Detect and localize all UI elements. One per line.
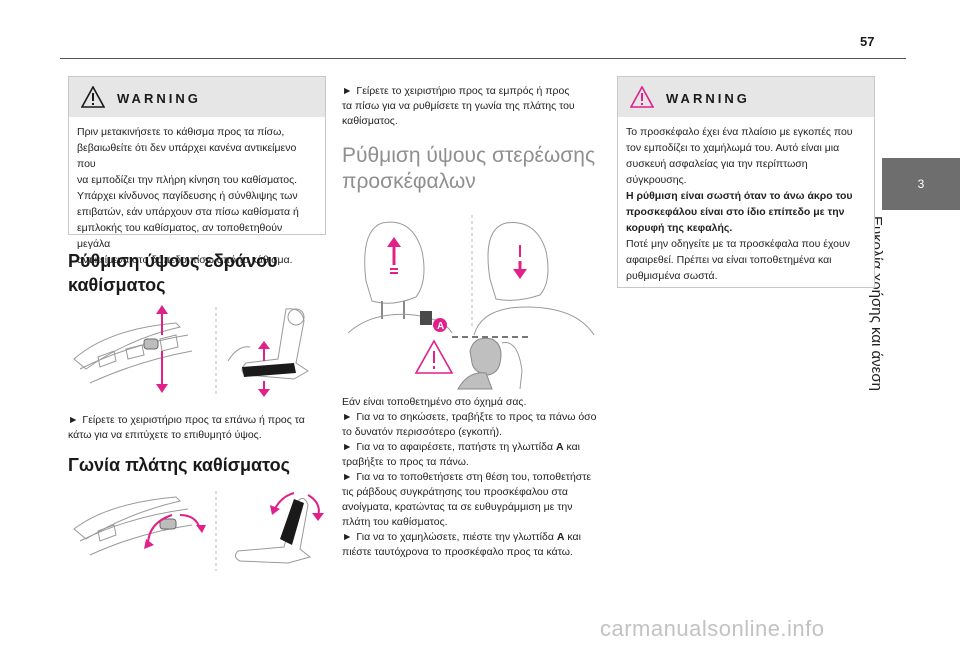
bullet-arrow-icon: ► — [342, 471, 353, 483]
warning-triangle-icon — [81, 86, 105, 108]
warning-line: συσκευή ασφαλείας για την περίπτωση — [626, 158, 808, 170]
warning-line: ρυθμισμένα σωστά. — [626, 270, 718, 282]
warning-text: Το προσκέφαλο έχει ένα πλαίσιο με εγκοπέ… — [618, 117, 874, 292]
bullet-arrow-icon: ► — [342, 85, 353, 97]
right-column: WARNING Το προσκέφαλο έχει ένα πλαίσιο μ… — [617, 76, 875, 288]
warning-line: επιβατών, εάν υπάρχουν στα πίσω καθίσματ… — [77, 206, 299, 218]
warning-line: εμπλοκής του καθίσματος, αν τοποθετηθούν… — [77, 222, 283, 250]
watermark: carmanualsonline.info — [600, 616, 825, 641]
warning-line: Το προσκέφαλο έχει ένα πλαίσιο με εγκοπέ… — [626, 126, 853, 138]
chapter-tab[interactable]: 3 — [882, 158, 960, 210]
headrest-instructions: Εάν είναι τοποθετημένο στο όχημά σας. ►Γ… — [342, 395, 600, 560]
warning-header: WARNING — [618, 77, 874, 117]
warning-title: WARNING — [117, 91, 201, 106]
headrest-intro: Εάν είναι τοποθετημένο στο όχημά σας. — [342, 396, 527, 408]
warning-line-bold: προσκεφάλου είναι στο ίδιο επίπεδο με τη… — [626, 206, 845, 218]
warning-text: Πριν μετακινήσετε το κάθισμα προς τα πίσ… — [69, 117, 325, 276]
bullet-arrow-icon: ► — [342, 441, 353, 453]
backrest-angle-illustration — [68, 489, 326, 573]
warning-header: WARNING — [69, 77, 325, 117]
warning-line: Υπάρχει κίνδυνος παγίδευσης ή σύνθλιψης … — [77, 190, 298, 202]
warning-line: βεβαιωθείτε ότι δεν υπάρχει κανένα αντικ… — [77, 142, 297, 170]
seat-height-illustration — [68, 305, 326, 401]
warning-line: σύγκρουσης. — [626, 174, 687, 186]
page-number: 57 — [860, 34, 875, 49]
backrest-angle-heading: Γωνία πλάτης καθίσματος — [68, 455, 290, 475]
warning-line: αφαιρεθεί. Πρέπει να είναι τοποθετημένα … — [626, 254, 832, 266]
chapter-title: Ευκολία χρήσης και άνεση — [868, 216, 885, 391]
headrest-heading: Ρύθμιση ύψους στερέωσης προσκέφαλων — [342, 144, 596, 193]
warning-line: να εμποδίζει την πλήρη κίνηση του καθίσμ… — [77, 174, 298, 186]
warning-title: WARNING — [666, 91, 750, 106]
warning-box-headrest: WARNING Το προσκέφαλο έχει ένα πλαίσιο μ… — [617, 76, 875, 288]
left-column: WARNING Πριν μετακινήσετε το κάθισμα προ… — [68, 76, 326, 573]
warning-box-seat: WARNING Πριν μετακινήσετε το κάθισμα προ… — [68, 76, 326, 266]
bullet-arrow-icon: ► — [342, 531, 353, 543]
backrest-angle-instruction: ►Γείρετε το χειριστήριο προς τα εμπρός ή… — [342, 85, 575, 127]
middle-column: ►Γείρετε το χειριστήριο προς τα εμπρός ή… — [342, 76, 600, 560]
callout-a: A — [437, 321, 444, 332]
bullet-arrow-icon: ► — [342, 411, 353, 423]
seat-height-instruction: ►Γείρετε το χειριστήριο προς τα επάνω ή … — [68, 414, 305, 441]
bullet-arrow-icon: ► — [68, 414, 79, 426]
warning-line-bold: Η ρύθμιση είναι σωστή όταν το άνω άκρο τ… — [626, 190, 853, 202]
warning-line: Ποτέ μην οδηγείτε με τα προσκέφαλα που έ… — [626, 238, 851, 250]
warning-line: Πριν μετακινήσετε το κάθισμα προς τα πίσ… — [77, 126, 285, 138]
seat-height-heading: Ρύθμιση ύψους εδράνου καθίσματος — [68, 251, 278, 295]
warning-line: αντικείμενα στο δάπεδο πίσω από το κάθισ… — [77, 254, 293, 266]
warning-triangle-icon — [630, 86, 654, 108]
top-rule — [60, 58, 906, 59]
headrest-illustration: A — [342, 211, 600, 391]
warning-line-bold: κορυφή της κεφαλής. — [626, 222, 733, 234]
warning-line: τον εμποδίζει το χαμήλωμά του. Αυτό είνα… — [626, 142, 840, 154]
